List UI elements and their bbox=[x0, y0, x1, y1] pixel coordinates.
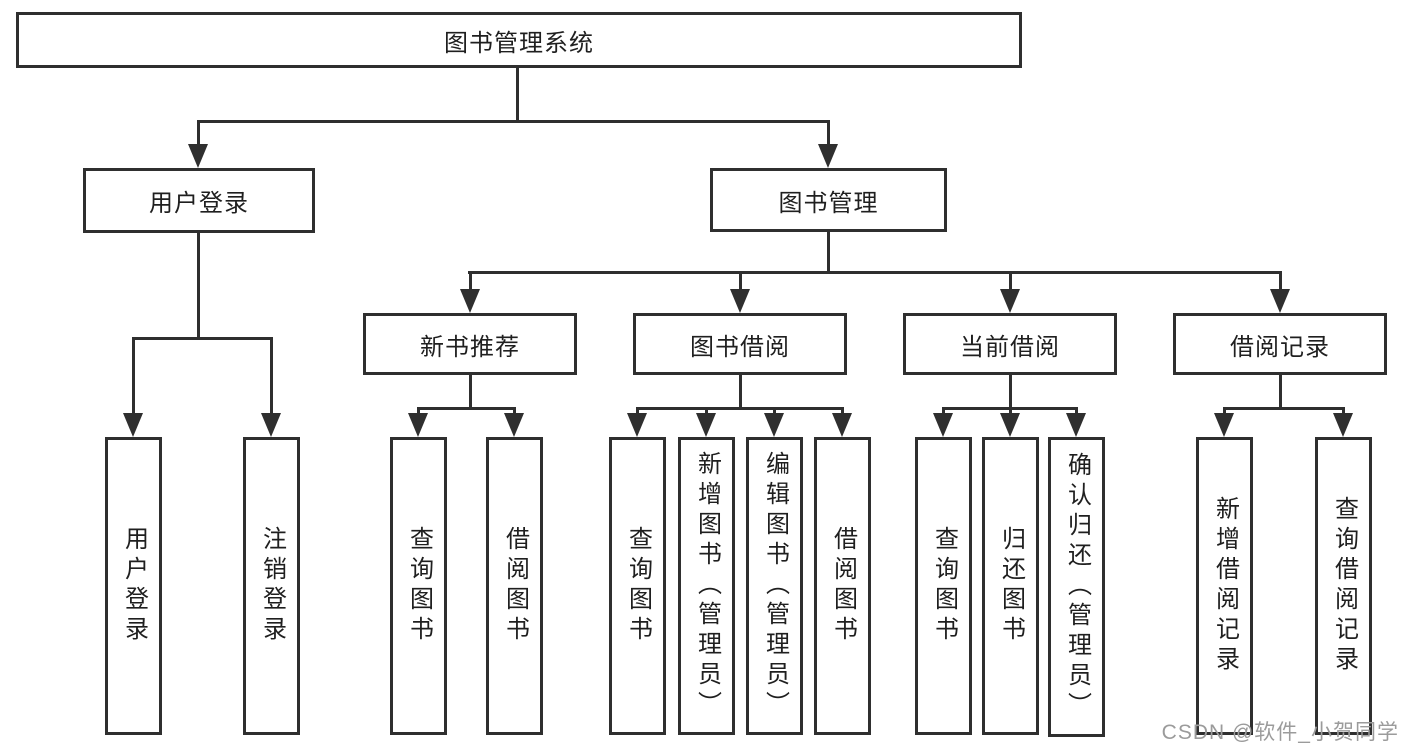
connector-line bbox=[1279, 375, 1282, 407]
connector-line bbox=[468, 271, 1281, 274]
arrow-down-icon bbox=[1000, 289, 1020, 313]
node-borrow-records: 借阅记录 bbox=[1173, 313, 1387, 375]
arrow-down-icon bbox=[832, 413, 852, 437]
arrow-down-icon bbox=[1270, 289, 1290, 313]
connector-line bbox=[132, 337, 135, 415]
leaf-query-books-current: 查询图书 bbox=[915, 437, 972, 735]
connector-line bbox=[1009, 407, 1012, 415]
connector-line bbox=[469, 271, 472, 291]
connector-line bbox=[1223, 407, 1226, 415]
connector-line bbox=[841, 407, 844, 415]
connector-line bbox=[417, 407, 420, 415]
connector-line bbox=[773, 407, 776, 415]
arrow-down-icon bbox=[123, 413, 143, 437]
leaf-add-borrow-record: 新增借阅记录 bbox=[1196, 437, 1253, 735]
leaf-query-borrow-record: 查询借阅记录 bbox=[1315, 437, 1372, 735]
connector-line bbox=[197, 120, 200, 146]
arrow-down-icon bbox=[627, 413, 647, 437]
arrow-down-icon bbox=[1214, 413, 1234, 437]
arrow-down-icon bbox=[188, 144, 208, 168]
connector-line bbox=[827, 120, 830, 146]
connector-line bbox=[197, 233, 200, 337]
leaf-logout: 注销登录 bbox=[243, 437, 300, 735]
arrow-down-icon bbox=[261, 413, 281, 437]
arrow-down-icon bbox=[1066, 413, 1086, 437]
leaf-borrow-books-recommend: 借阅图书 bbox=[486, 437, 543, 735]
connector-line bbox=[197, 120, 830, 123]
leaf-return-book: 归还图书 bbox=[982, 437, 1039, 735]
connector-line bbox=[942, 407, 945, 415]
connector-line bbox=[469, 375, 472, 407]
connector-line bbox=[827, 232, 830, 271]
arrow-down-icon bbox=[1000, 413, 1020, 437]
arrow-down-icon bbox=[696, 413, 716, 437]
connector-line bbox=[1279, 271, 1282, 291]
node-user-login: 用户登录 bbox=[83, 168, 315, 233]
connector-line bbox=[516, 68, 519, 122]
arrow-down-icon bbox=[1333, 413, 1353, 437]
leaf-user-login: 用户登录 bbox=[105, 437, 162, 735]
node-new-book-recommend: 新书推荐 bbox=[363, 313, 577, 375]
node-current-borrow: 当前借阅 bbox=[903, 313, 1117, 375]
connector-line bbox=[1223, 407, 1345, 410]
connector-line bbox=[636, 407, 639, 415]
node-book-management: 图书管理 bbox=[710, 168, 947, 232]
connector-line bbox=[636, 407, 844, 410]
arrow-down-icon bbox=[408, 413, 428, 437]
connector-line bbox=[1342, 407, 1345, 415]
leaf-edit-book-admin: 编辑图书（管理员） bbox=[746, 437, 803, 735]
leaf-add-book-admin: 新增图书（管理员） bbox=[678, 437, 735, 735]
csdn-watermark: CSDN @软件_小贺同学 bbox=[1161, 721, 1399, 744]
leaf-borrow-books-borrow: 借阅图书 bbox=[814, 437, 871, 735]
arrow-down-icon bbox=[504, 413, 524, 437]
connector-line bbox=[1009, 375, 1012, 407]
connector-line bbox=[513, 407, 516, 415]
node-book-borrow: 图书借阅 bbox=[633, 313, 847, 375]
connector-line bbox=[705, 407, 708, 415]
connector-line bbox=[270, 337, 273, 415]
leaf-query-books-borrow: 查询图书 bbox=[609, 437, 666, 735]
connector-line bbox=[739, 375, 742, 407]
leaf-query-books-recommend: 查询图书 bbox=[390, 437, 447, 735]
arrow-down-icon bbox=[818, 144, 838, 168]
arrow-down-icon bbox=[764, 413, 784, 437]
node-root: 图书管理系统 bbox=[16, 12, 1022, 68]
connector-line bbox=[1009, 271, 1012, 291]
leaf-confirm-return-admin: 确认归还（管理员） bbox=[1048, 437, 1105, 737]
arrow-down-icon bbox=[933, 413, 953, 437]
connector-line bbox=[417, 407, 516, 410]
arrow-down-icon bbox=[460, 289, 480, 313]
connector-line bbox=[739, 271, 742, 291]
connector-line bbox=[1075, 407, 1078, 415]
arrow-down-icon bbox=[730, 289, 750, 313]
connector-line bbox=[132, 337, 273, 340]
